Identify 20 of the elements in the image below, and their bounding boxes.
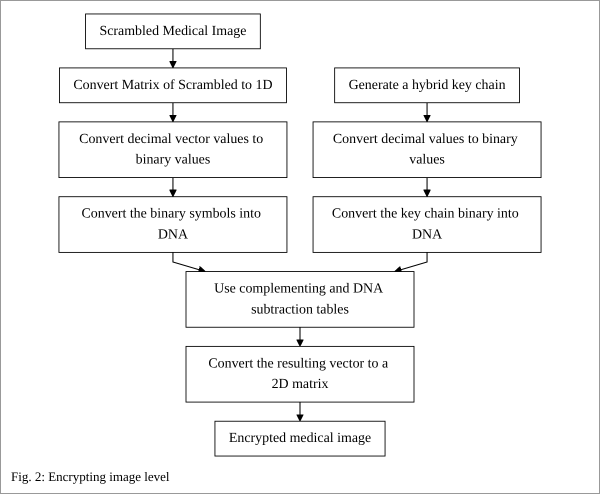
node-box: Convert the binary symbols into DNA xyxy=(58,196,288,253)
node-box: Convert decimal vector values to binary values xyxy=(58,121,288,178)
figure-caption: Fig. 2: Encrypting image level xyxy=(11,469,170,485)
node-box: Generate a hybrid key chain xyxy=(334,67,520,104)
arrow xyxy=(423,102,431,122)
arrow xyxy=(169,102,177,122)
arrow xyxy=(296,402,304,422)
node-box: Scrambled Medical Image xyxy=(85,14,261,50)
arrow xyxy=(172,252,206,274)
node-box: Convert the resulting vector to a 2D matrix xyxy=(186,346,414,403)
arrow xyxy=(423,178,431,198)
node-box: Convert Matrix of Scrambled to 1D xyxy=(59,67,287,104)
node-box: Convert decimal values to binary values xyxy=(312,121,542,178)
arrow xyxy=(169,48,177,68)
node-box: Encrypted medical image xyxy=(214,420,386,456)
arrow xyxy=(169,178,177,198)
node-box: Convert the key chain binary into DNA xyxy=(312,196,542,253)
arrow xyxy=(394,252,428,274)
node-box: Use complementing and DNA subtraction tables xyxy=(186,271,414,328)
arrow xyxy=(296,327,304,347)
